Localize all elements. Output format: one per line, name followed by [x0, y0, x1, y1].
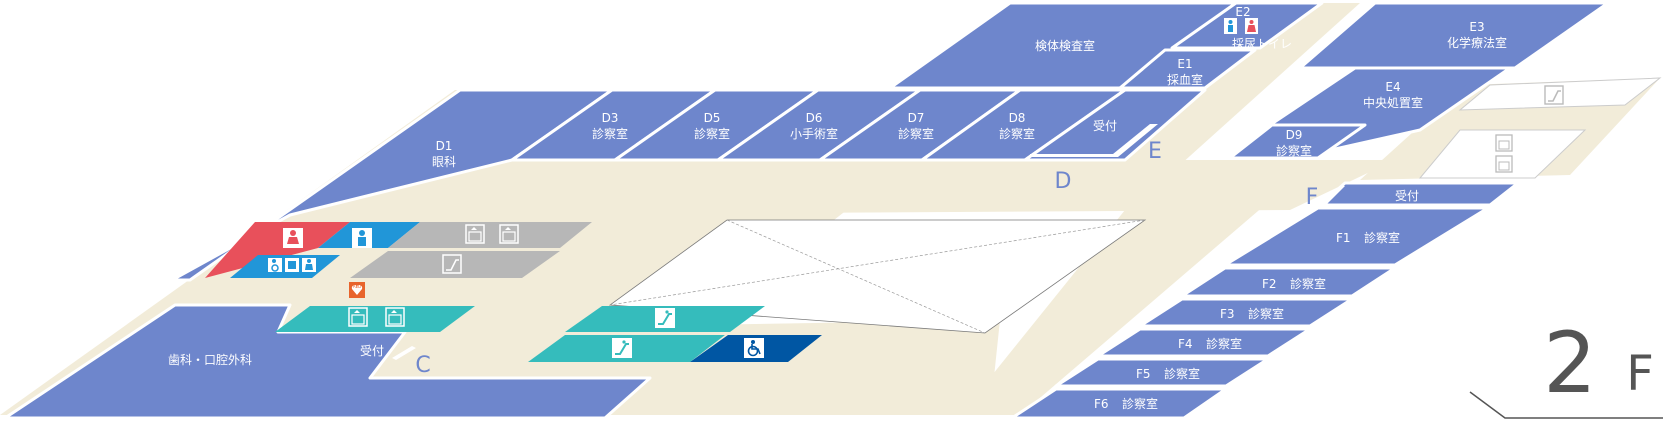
room-f3-name: 診察室: [1248, 306, 1284, 321]
room-f5-code: F5: [1136, 367, 1151, 381]
floor-indicator: 2 F: [1469, 314, 1663, 419]
room-e2-code: E2: [1235, 5, 1250, 19]
e2-toilet-icons: [1224, 18, 1258, 34]
floor-letter: F: [1626, 346, 1654, 402]
escalator-icon: [1544, 85, 1564, 105]
room-f4-code: F4: [1178, 337, 1193, 351]
womens-toilet[interactable]: [205, 222, 350, 278]
reception-e-label: 受付: [1093, 119, 1117, 133]
room-e3-name: 化学療法室: [1447, 35, 1507, 50]
room-reception-e[interactable]: [1023, 88, 1207, 162]
room-f2-name: 診察室: [1290, 276, 1326, 291]
room-f3-code: F3: [1220, 307, 1235, 321]
room-f1-name: 診察室: [1364, 230, 1400, 245]
room-d1-name: 眼科: [432, 155, 456, 169]
elevator-hall-south[interactable]: [275, 306, 475, 332]
room-f5[interactable]: [1054, 357, 1270, 388]
mens-toilet[interactable]: [318, 222, 420, 248]
room-f6-code: F6: [1094, 397, 1109, 411]
elevator-icon: [465, 224, 485, 244]
room-d6-name: 小手術室: [790, 126, 838, 141]
room-e3-code: E3: [1469, 20, 1484, 34]
floor-number: 2: [1543, 314, 1596, 412]
stairs-west[interactable]: [350, 251, 560, 278]
room-e1[interactable]: [1118, 48, 1257, 90]
zone-c-letter: C: [415, 353, 430, 378]
room-d8-code: D8: [1009, 111, 1026, 125]
room-f1-code: F1: [1336, 231, 1351, 245]
room-d6-code: D6: [806, 111, 823, 125]
escalator-up[interactable]: [565, 306, 765, 332]
zone-d-letter: D: [1055, 169, 1072, 194]
atrium-void: [608, 219, 1147, 334]
room-f4-name: 診察室: [1206, 336, 1242, 351]
room-f6[interactable]: [1010, 387, 1228, 420]
room-d5-code: D5: [704, 111, 721, 125]
multipurpose-toilet[interactable]: [230, 255, 340, 278]
room-f4[interactable]: [1096, 327, 1312, 358]
room-e1-name: 採血室: [1167, 72, 1203, 87]
room-d9-code: D9: [1286, 128, 1303, 142]
elevator-icon: [499, 224, 519, 244]
reception-f-label: 受付: [1395, 189, 1419, 203]
room-d1-code: D1: [436, 139, 453, 153]
zone-letters: C D E F: [415, 139, 1318, 378]
room-labels: D1 眼科 D3 診察室 D5 診察室 D6 小手術室 D7 診察室 D8 診察…: [168, 5, 1507, 411]
room-d3-code: D3: [602, 111, 619, 125]
room-f6-name: 診察室: [1122, 396, 1158, 411]
room-f5-name: 診察室: [1164, 366, 1200, 381]
room-d7-code: D7: [908, 111, 925, 125]
room-e4-name: 中央処置室: [1363, 95, 1423, 110]
zone-e-letter: E: [1148, 139, 1162, 164]
elevator-icon: [385, 307, 405, 327]
aed-icon[interactable]: AED: [349, 282, 365, 298]
female-toilet-icon: [1245, 18, 1258, 34]
room-d7-name: 診察室: [898, 126, 934, 141]
reception-c-label: 受付: [360, 344, 384, 358]
escalator-icon: [442, 254, 462, 274]
elevator-icon: [1495, 155, 1513, 173]
room-f2-code: F2: [1262, 277, 1277, 291]
room-reception-f[interactable]: [1318, 181, 1520, 207]
zone-f-letter: F: [1306, 185, 1319, 210]
escalator-icon: [655, 308, 675, 328]
room-e2-name: 採尿トイレ: [1232, 37, 1292, 51]
room-f1[interactable]: [1223, 206, 1490, 267]
elevator-hall-east[interactable]: [1418, 77, 1662, 179]
accessible-elevator[interactable]: [690, 335, 822, 362]
room-dental-name: 歯科・口腔外科: [168, 352, 252, 367]
room-f2[interactable]: [1180, 266, 1397, 298]
room-f3[interactable]: [1138, 297, 1354, 328]
elevator-icon: [1495, 134, 1513, 152]
room-e4-code: E4: [1385, 80, 1400, 94]
room-dental[interactable]: [3, 303, 652, 420]
room-e1-code: E1: [1177, 57, 1192, 71]
escalator-icon: [612, 338, 632, 358]
room-d9-name: 診察室: [1276, 143, 1312, 158]
room-d5-name: 診察室: [694, 126, 730, 141]
svg-text:AED: AED: [353, 284, 361, 289]
room-d9[interactable]: [1228, 123, 1367, 160]
room-d8-name: 診察室: [999, 126, 1035, 141]
room-d3-name: 診察室: [592, 126, 628, 141]
elevator-hall-west[interactable]: [388, 222, 592, 248]
elevator-icon: [348, 307, 368, 327]
wheelchair-icon: [744, 338, 764, 358]
room-lab-name: 検体検査室: [1035, 38, 1095, 53]
male-toilet-icon: [1224, 18, 1237, 34]
escalator-down[interactable]: [528, 335, 725, 362]
